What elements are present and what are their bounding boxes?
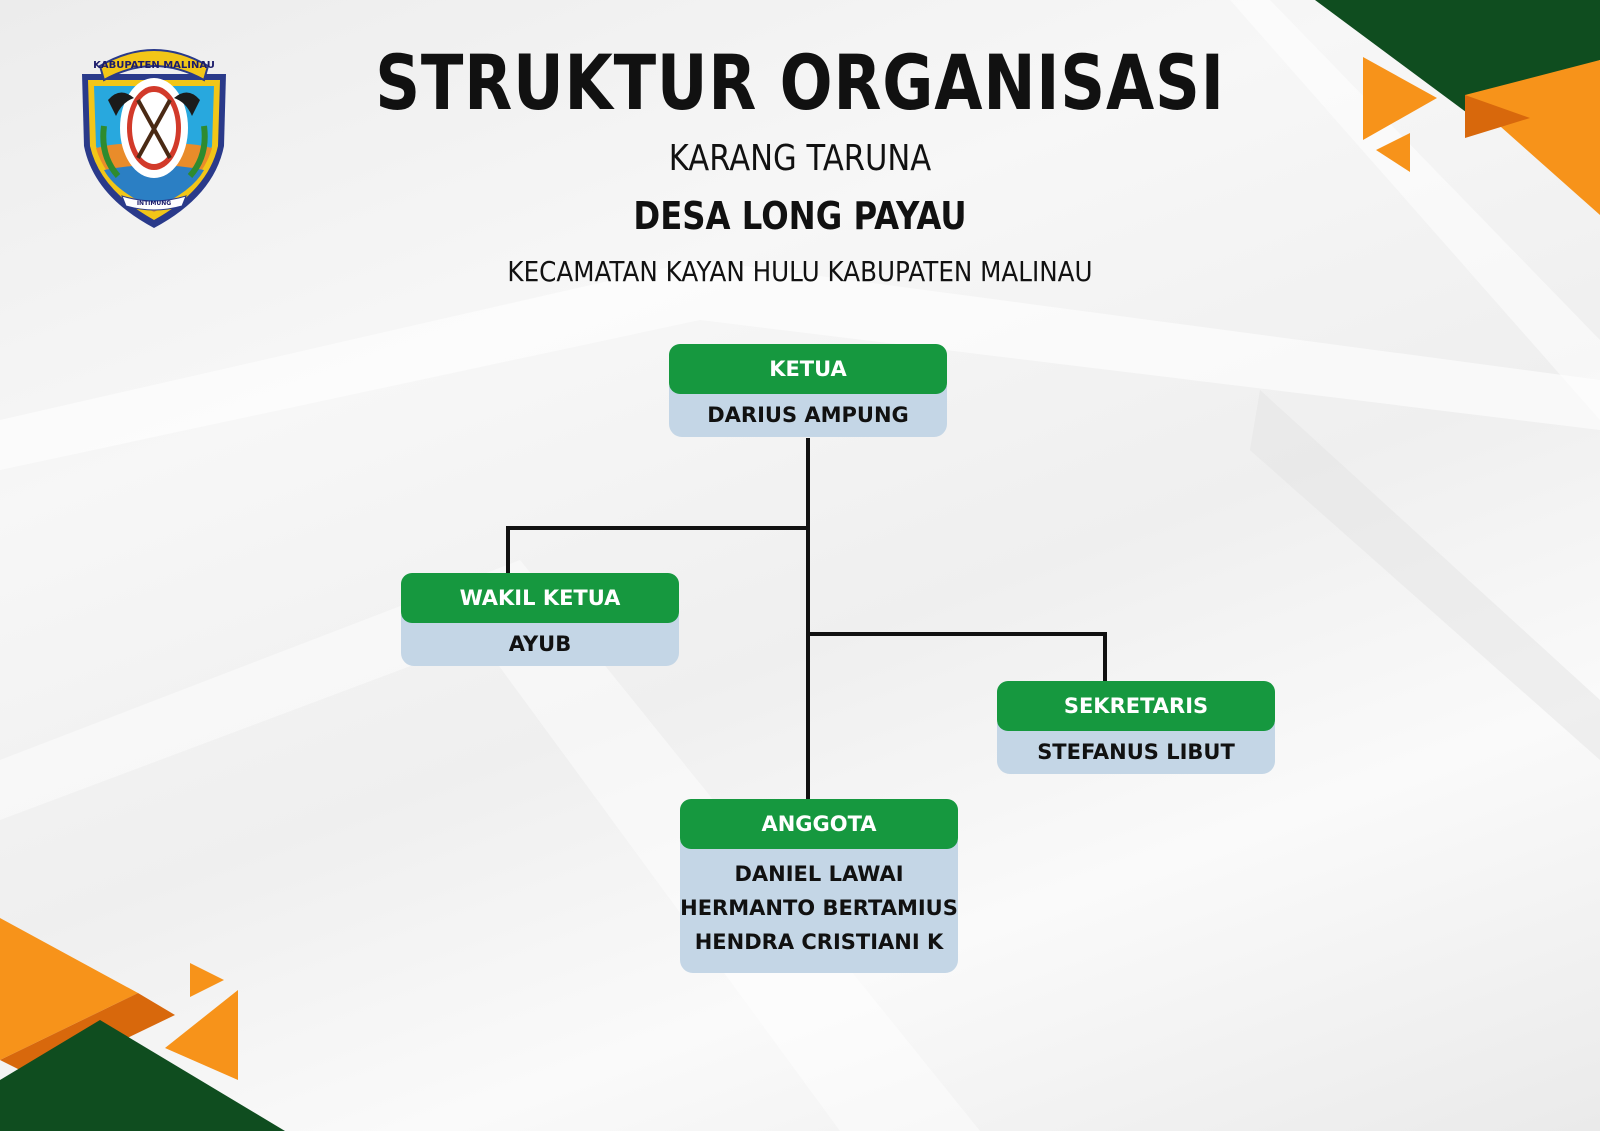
node-anggota: ANGGOTA DANIEL LAWAI HERMANTO BERTAMIUS … xyxy=(680,799,958,973)
node-wakil-ketua: WAKIL KETUA AYUB xyxy=(401,573,679,666)
bottom-left-corner-shapes xyxy=(0,918,285,1131)
subtitle-village: DESA LONG PAYAU xyxy=(633,194,967,238)
anggota-member: HENDRA CRISTIANI K xyxy=(694,930,944,954)
anggota-member: HERMANTO BERTAMIUS xyxy=(680,896,958,920)
top-right-corner-shapes xyxy=(1315,0,1600,215)
kabupaten-malinau-emblem-icon: KABUPATEN MALINAU INTIMUNG xyxy=(82,49,226,228)
node-ketua-name: DARIUS AMPUNG xyxy=(669,386,947,437)
anggota-member: DANIEL LAWAI xyxy=(734,862,904,886)
subtitle-organization: KARANG TARUNA xyxy=(668,138,932,179)
node-wakil-ketua-role: WAKIL KETUA xyxy=(401,573,679,623)
node-wakil-ketua-name: AYUB xyxy=(401,615,679,666)
node-ketua: KETUA DARIUS AMPUNG xyxy=(669,344,947,437)
connector-sekretaris xyxy=(806,632,1107,684)
page-title: STRUKTUR ORGANISASI xyxy=(375,38,1225,127)
subtitle-district: KECAMATAN KAYAN HULU KABUPATEN MALINAU xyxy=(507,255,1093,288)
emblem-banner-text: KABUPATEN MALINAU xyxy=(93,60,215,71)
node-ketua-role: KETUA xyxy=(669,344,947,394)
node-sekretaris-name: STEFANUS LIBUT xyxy=(997,723,1275,774)
node-anggota-role: ANGGOTA xyxy=(680,799,958,849)
node-anggota-members: DANIEL LAWAI HERMANTO BERTAMIUS HENDRA C… xyxy=(680,841,958,973)
emblem-motto-text: INTIMUNG xyxy=(137,200,171,207)
connector-wakil-ketua xyxy=(506,526,810,576)
node-sekretaris-role: SEKRETARIS xyxy=(997,681,1275,731)
node-sekretaris: SEKRETARIS STEFANUS LIBUT xyxy=(997,681,1275,774)
